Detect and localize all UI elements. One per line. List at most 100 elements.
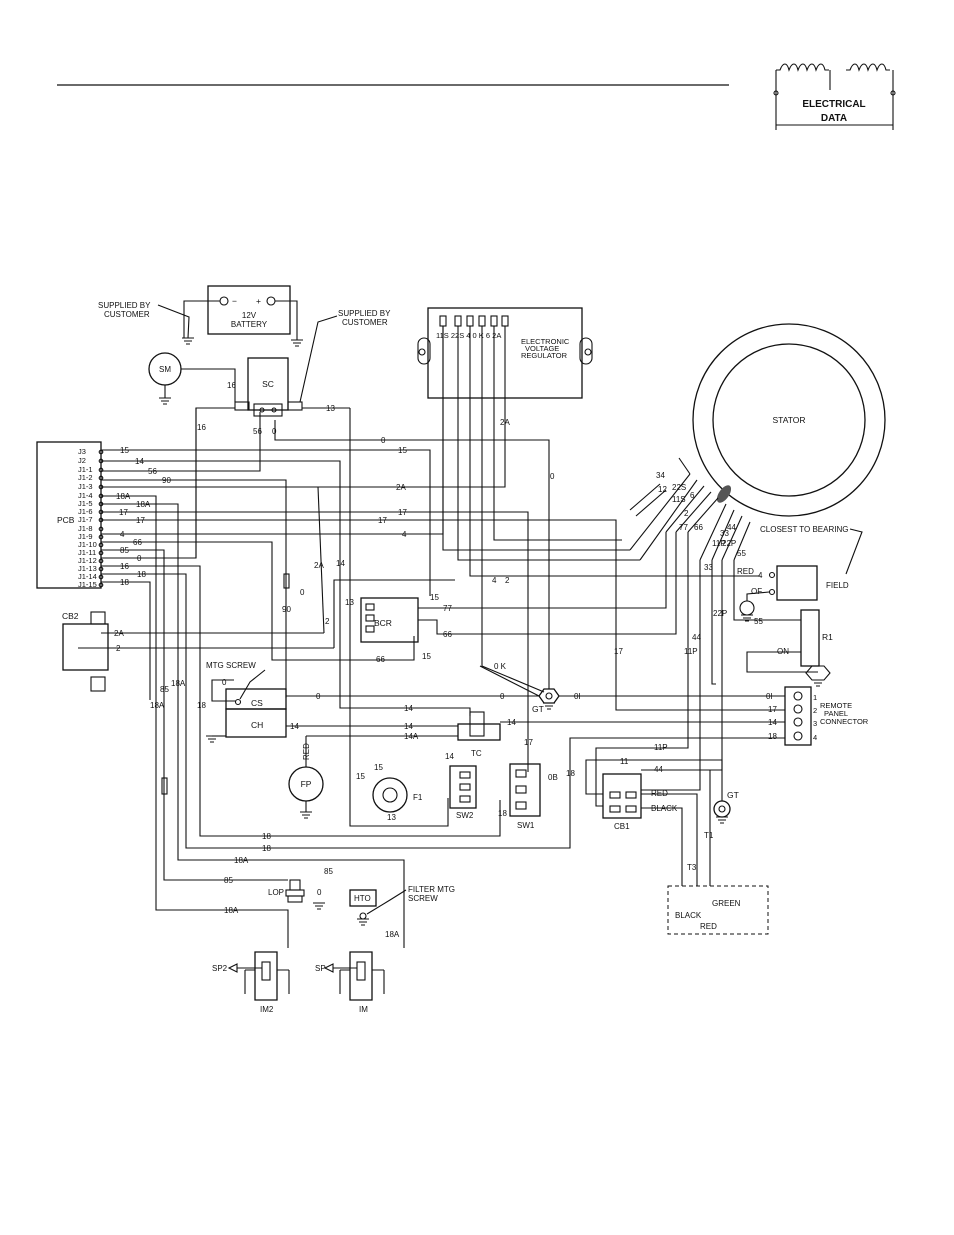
wl-18-r: 18 [768, 732, 777, 741]
wl-16b: 16 [197, 423, 206, 432]
evr-line3: REGULATOR [521, 351, 568, 360]
evr-terminal [478, 315, 486, 327]
ground-terminal-2: GT [713, 790, 739, 818]
pcb-pin-terminal [98, 558, 104, 564]
wl-red-field: RED [737, 567, 754, 576]
wl-15-f1: 15 [374, 763, 383, 772]
wl-56: 56 [148, 467, 157, 476]
pcb-pin-terminal [98, 467, 104, 473]
ground-symbol [159, 397, 171, 405]
wl-90-v: 90 [282, 605, 291, 614]
sw1-label: SW1 [517, 821, 535, 830]
wl-17-v: 17 [614, 647, 623, 656]
wl-17-4: 17 [378, 516, 387, 525]
electrical-data-badge: ELECTRICAL DATA [773, 63, 896, 130]
wl-66-stator: 66 [694, 523, 703, 532]
wl-22p-top: 22P [722, 539, 736, 548]
cb2-label: CB2 [62, 611, 79, 621]
pcb-pin-terminal [98, 550, 104, 556]
battery-pos: + [256, 296, 261, 306]
of-label: OF [751, 587, 762, 596]
pcb-pin-terminal [98, 542, 104, 548]
im2-label: IM2 [260, 1005, 274, 1014]
ignition-module-2: IM2 SP2 [212, 951, 290, 1014]
ground-symbol [206, 735, 218, 743]
wl-2-stator: 2 [684, 509, 689, 518]
wl-18a-v1: 18A [171, 679, 186, 688]
wl-11: 11 [620, 757, 629, 766]
filter-line1: FILTER MTG [408, 885, 455, 894]
wl-18a: 18 [137, 570, 146, 579]
sw2-label: SW2 [456, 811, 474, 820]
pcb-pin-9: J1-7 [78, 515, 93, 524]
cb1: CB1 [602, 773, 642, 831]
wl-15-bcr: 15 [430, 593, 439, 602]
sw2: SW2 [449, 765, 477, 820]
wl-18-v: 18 [197, 701, 206, 710]
wl-44-v: 44 [692, 633, 701, 642]
wl-14-sw2: 14 [445, 752, 454, 761]
wl-0-lop: 0 [317, 888, 322, 897]
remote-line1: REMOTE [820, 701, 852, 710]
pcb-pin-14: J1-12 [78, 556, 97, 565]
wl-0-mtg: 0 [222, 678, 227, 687]
wl-0-cs: 0 [316, 692, 321, 701]
wl-12-stator: 12 [658, 485, 667, 494]
supplied-left-2: CUSTOMER [104, 310, 150, 319]
battery: − + 12V BATTERY [207, 285, 291, 335]
battery-label: 12V [242, 311, 257, 320]
r1-resistor: R1 [800, 609, 833, 667]
wl-18a-bot: 18A [234, 856, 249, 865]
black-label-box: BLACK [675, 911, 702, 920]
wl-4: 4 [120, 530, 125, 539]
pcb-pin-13: J1-11 [78, 548, 96, 557]
red-label-box: RED [700, 922, 717, 931]
wl-14-h: 14 [404, 704, 413, 713]
wl-11p: 11P [654, 743, 668, 752]
wl-85-bot: 85 [224, 876, 233, 885]
wl-13-top: 13 [326, 404, 335, 413]
evr-terminal-labels: 11S 22S 4 0 K 6 2A [436, 331, 501, 340]
ground-symbol [741, 614, 753, 622]
wl-18a-v2: 18A [150, 701, 165, 710]
wl-17-2: 17 [136, 516, 145, 525]
lop-switch: LOP [268, 879, 305, 903]
sc-label: SC [262, 379, 274, 389]
evr-terminal [501, 315, 509, 327]
wl-44: 44 [654, 765, 663, 774]
pcb-pin-1: J3 [78, 447, 86, 456]
wl-2a-v: 2A [314, 561, 324, 570]
im-label: IM [359, 1005, 368, 1014]
pcb-pin-terminal [98, 534, 104, 540]
ground-symbol [300, 811, 312, 819]
wl-14a: 14 [135, 457, 144, 466]
wl-18a-im: 18A [385, 930, 400, 939]
bcr: BCR [360, 597, 419, 643]
ground-symbol [291, 339, 303, 347]
wl-0i-r: 0I [766, 692, 773, 701]
pcb-pin-15: J1-13 [78, 564, 97, 573]
ground-symbol [543, 702, 555, 710]
wl-t1: T1 [704, 831, 714, 840]
supplied-right-1: SUPPLIED BY [338, 309, 391, 318]
remote-line3: CONNECTOR [820, 717, 869, 726]
wl-2-cb2: 2 [116, 644, 121, 653]
wl-33-top: 33 [720, 529, 729, 538]
wl-13-v: 13 [345, 598, 354, 607]
pcb-pin-17: J1-15 [78, 580, 97, 589]
cs-ch-block: CS CH [225, 688, 287, 738]
wl-red-cb1: RED [651, 789, 668, 798]
hto-label: HTO [354, 894, 371, 903]
pcb-pin-5: J1-3 [78, 482, 93, 491]
wl-90: 90 [162, 476, 171, 485]
sp2-label: SP2 [212, 964, 228, 973]
wl-18a-1: 18A [116, 492, 131, 501]
wl-15-f1b: 15 [356, 772, 365, 781]
wl-6-stator: 6 [690, 491, 695, 500]
wl-0k: 0 K [494, 662, 507, 671]
evr-terminal [466, 315, 474, 327]
supplied-right-2: CUSTOMER [342, 318, 388, 327]
wl-18a-im2: 18A [224, 906, 239, 915]
